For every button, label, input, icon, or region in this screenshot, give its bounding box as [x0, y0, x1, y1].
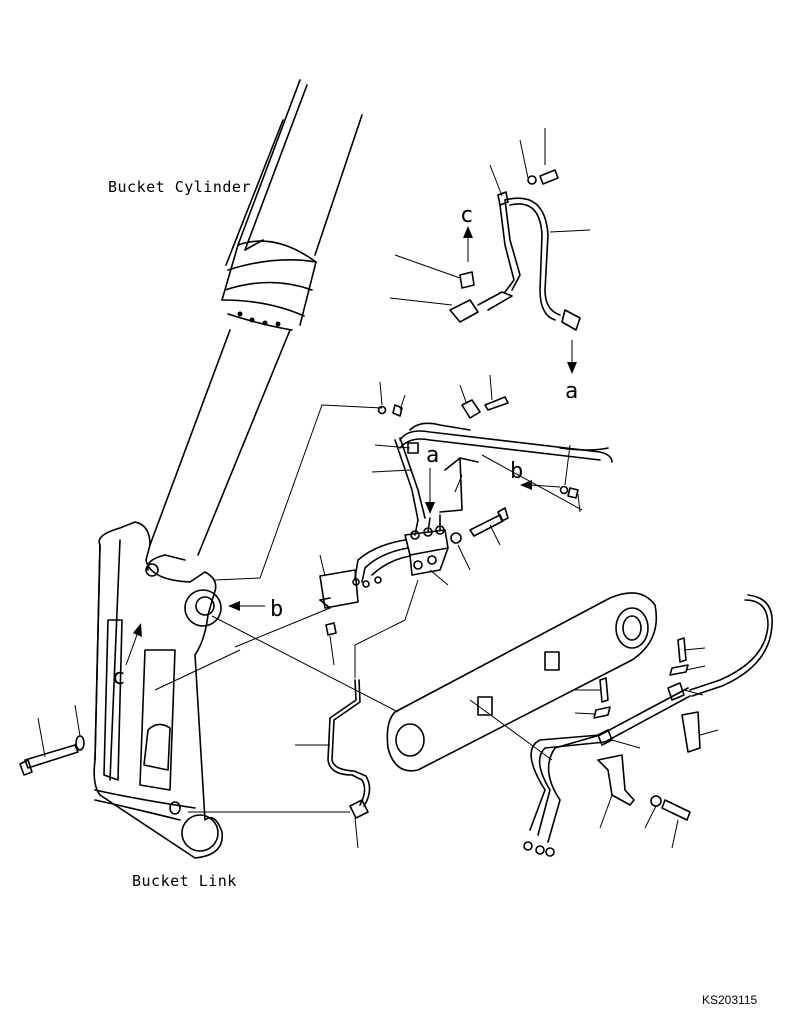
- ref-b-center: b: [510, 459, 523, 484]
- bucket-link-label: Bucket Link: [132, 872, 237, 890]
- side-link: [386, 592, 658, 772]
- ref-b-left: b: [270, 597, 283, 622]
- ref-c-top: c: [460, 203, 473, 228]
- grease-block: [352, 437, 509, 588]
- top-hose-assembly: [449, 169, 581, 331]
- lower-line: [327, 679, 371, 819]
- left-bolt: [19, 735, 85, 776]
- reference-arrows: [125, 226, 577, 666]
- bucket-link: [93, 521, 224, 859]
- drawing-code: KS203115: [702, 993, 757, 1007]
- right-hose-assembly: [523, 594, 773, 857]
- bucket-cylinder-label: Bucket Cylinder: [108, 178, 251, 196]
- ref-a-center: a: [426, 443, 439, 468]
- pin-plate: [319, 569, 359, 636]
- ref-a-right: a: [565, 379, 578, 404]
- leader-lines: [37, 128, 719, 849]
- bucket-cylinder: [149, 79, 363, 556]
- ref-c-left: c: [112, 665, 125, 690]
- mid-pipes: [377, 396, 613, 499]
- short-pipe: [559, 447, 609, 451]
